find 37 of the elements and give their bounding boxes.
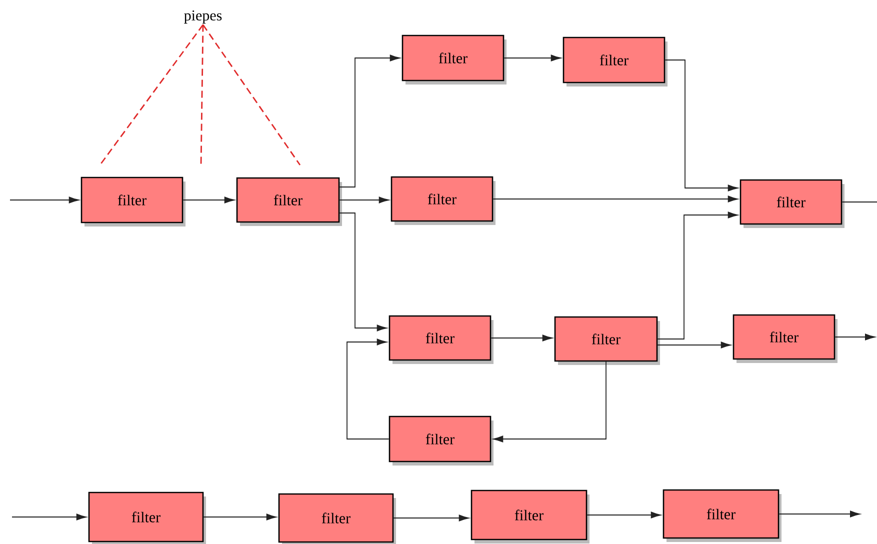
arrow bbox=[339, 212, 387, 332]
arrow bbox=[586, 512, 661, 518]
arrow bbox=[182, 196, 234, 204]
arrow bbox=[493, 361, 606, 442]
filter-box: filter bbox=[390, 176, 496, 225]
arrow bbox=[504, 54, 561, 62]
filter-box: filter bbox=[402, 34, 506, 84]
filter-box: filter bbox=[80, 176, 186, 226]
arrow bbox=[203, 514, 276, 520]
arrow bbox=[346, 338, 390, 440]
filter-box: filter bbox=[470, 490, 590, 544]
arrow bbox=[492, 196, 738, 202]
arrow bbox=[12, 514, 86, 520]
leader-line bbox=[99, 24, 204, 166]
filter-box: filter bbox=[662, 489, 782, 542]
arrow bbox=[657, 342, 731, 348]
filter-box: filter bbox=[388, 416, 494, 466]
arrow bbox=[393, 514, 469, 522]
arrow bbox=[339, 196, 389, 204]
leader-line bbox=[202, 24, 301, 166]
filter-box: filter bbox=[562, 36, 668, 86]
filter-box: filter bbox=[88, 492, 206, 544]
arrow bbox=[10, 196, 79, 204]
filter-box: filter bbox=[278, 493, 396, 544]
arrow bbox=[339, 54, 400, 188]
filter-box: filter bbox=[554, 316, 660, 365]
filter-box: filter bbox=[388, 315, 494, 364]
arrow bbox=[778, 510, 860, 518]
arrow bbox=[657, 212, 738, 340]
arrow bbox=[834, 334, 876, 340]
filter-box: filter bbox=[740, 179, 844, 228]
leader-line bbox=[200, 24, 204, 165]
filter-box: filter bbox=[236, 177, 342, 226]
label-text: piepes bbox=[184, 10, 222, 24]
arrow bbox=[490, 334, 552, 342]
filter-box: filter bbox=[732, 314, 838, 363]
arrow bbox=[664, 60, 738, 192]
